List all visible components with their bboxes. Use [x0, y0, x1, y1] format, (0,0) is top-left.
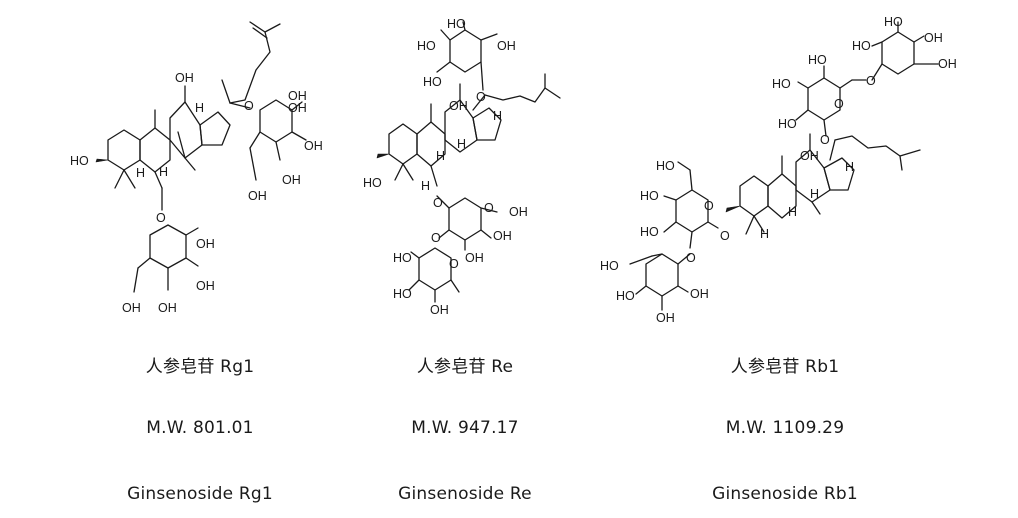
- atom-label: HO: [616, 289, 635, 303]
- atom-label: HO: [640, 225, 659, 239]
- atom-label: HO: [852, 39, 871, 53]
- atom-label: HO: [363, 176, 382, 190]
- atom-label: OH: [288, 89, 307, 103]
- atom-label: O: [720, 229, 730, 243]
- atom-label: HO: [447, 17, 466, 31]
- atom-label: H: [457, 137, 466, 151]
- compound-rb1: HO OH HO OH HO O HO HO O O OH H H H H HO…: [590, 0, 980, 518]
- atom-label: OH: [282, 173, 301, 187]
- atom-label: HO: [778, 117, 797, 131]
- atom-label: H: [195, 101, 204, 115]
- atom-label: H: [421, 179, 430, 193]
- atom-label: O: [433, 196, 443, 210]
- atom-label: HO: [417, 39, 436, 53]
- atom-label: HO: [423, 75, 442, 89]
- atom-label: H: [436, 149, 445, 163]
- structure-diagram-rg1: OH H H HO H O OH OH OH OH OH O OH OH OH …: [60, 0, 340, 330]
- atom-label: OH: [924, 31, 943, 45]
- compound-molecular-weight: M.W. 947.17: [411, 418, 519, 438]
- atom-label: OH: [938, 57, 957, 71]
- atom-label: OH: [196, 279, 215, 293]
- compound-re: HO HO OH HO O OH H H H HO H O O OH OH OH…: [345, 0, 585, 518]
- compound-molecular-weight: M.W. 801.01: [146, 418, 254, 438]
- atom-label: OH: [497, 39, 516, 53]
- atom-label: OH: [449, 99, 468, 113]
- compound-molecular-weight: M.W. 1109.29: [725, 418, 845, 438]
- atom-label: OH: [196, 237, 215, 251]
- compound-chinese-name: 人参皂苷 Rg1: [145, 357, 255, 377]
- atom-label: HO: [884, 15, 903, 29]
- atom-label: O: [244, 99, 254, 113]
- compound-english-name: Ginsenoside Rb1: [712, 484, 858, 504]
- atom-label: O: [820, 133, 830, 147]
- atom-label: O: [704, 199, 714, 213]
- compound-english-name: Ginsenoside Re: [398, 484, 532, 504]
- atom-label: OH: [430, 303, 449, 317]
- atom-label: OH: [800, 149, 819, 163]
- atom-label: O: [156, 211, 166, 225]
- atom-label: H: [136, 166, 145, 180]
- atom-label: HO: [393, 287, 412, 301]
- atom-label: HO: [808, 53, 827, 67]
- atom-label: H: [845, 160, 854, 174]
- structure-diagram-re: HO HO OH HO O OH H H H HO H O O OH OH OH…: [345, 0, 585, 330]
- compound-rg1: OH H H HO H O OH OH OH OH OH O OH OH OH …: [60, 0, 340, 518]
- atom-label: HO: [772, 77, 791, 91]
- atom-label: HO: [70, 154, 89, 168]
- atom-label: O: [866, 74, 876, 88]
- compound-chinese-name: 人参皂苷 Re: [416, 357, 514, 377]
- atom-label: O: [476, 90, 486, 104]
- atom-label: H: [493, 109, 502, 123]
- atom-label: O: [834, 97, 844, 111]
- atom-label: HO: [600, 259, 619, 273]
- atom-label: O: [686, 251, 696, 265]
- atom-label: OH: [122, 301, 141, 315]
- atom-label: H: [810, 187, 819, 201]
- compound-chinese-name: 人参皂苷 Rb1: [730, 357, 840, 377]
- atom-label: HO: [393, 251, 412, 265]
- atom-label: H: [159, 165, 168, 179]
- atom-label: OH: [288, 101, 307, 115]
- atom-label: H: [788, 205, 797, 219]
- atom-label: OH: [248, 189, 267, 203]
- atom-label: O: [484, 201, 494, 215]
- atom-label: OH: [509, 205, 528, 219]
- atom-label: OH: [690, 287, 709, 301]
- atom-label: OH: [656, 311, 675, 325]
- atom-label: OH: [465, 251, 484, 265]
- atom-label: HO: [656, 159, 675, 173]
- atom-label: H: [760, 227, 769, 241]
- atom-label: OH: [158, 301, 177, 315]
- atom-label: O: [449, 257, 459, 271]
- atom-label: HO: [640, 189, 659, 203]
- structure-diagram-rb1: HO OH HO OH HO O HO HO O O OH H H H H HO…: [590, 0, 980, 330]
- atom-label: O: [431, 231, 441, 245]
- atom-label: OH: [493, 229, 512, 243]
- compound-english-name: Ginsenoside Rg1: [127, 484, 273, 504]
- atom-label: OH: [304, 139, 323, 153]
- atom-label: OH: [175, 71, 194, 85]
